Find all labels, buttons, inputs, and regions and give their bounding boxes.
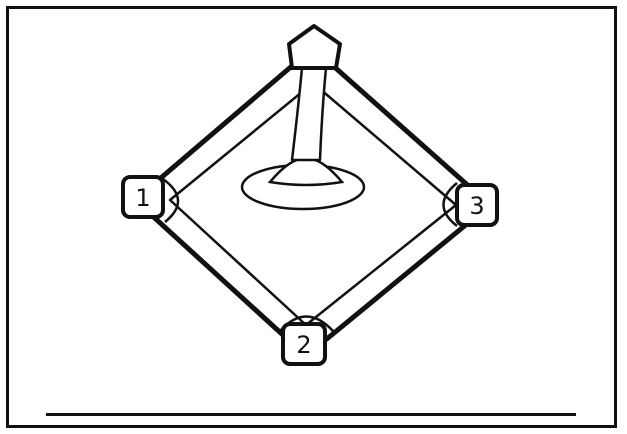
third-base-label: 3 [469,192,484,220]
second-base-label: 2 [296,331,311,359]
first-base: 1 [123,177,163,217]
first-base-label: 1 [135,184,150,212]
home-plate [289,26,340,68]
third-base: 3 [457,185,497,225]
second-base: 2 [283,324,325,364]
answer-line [46,413,576,416]
